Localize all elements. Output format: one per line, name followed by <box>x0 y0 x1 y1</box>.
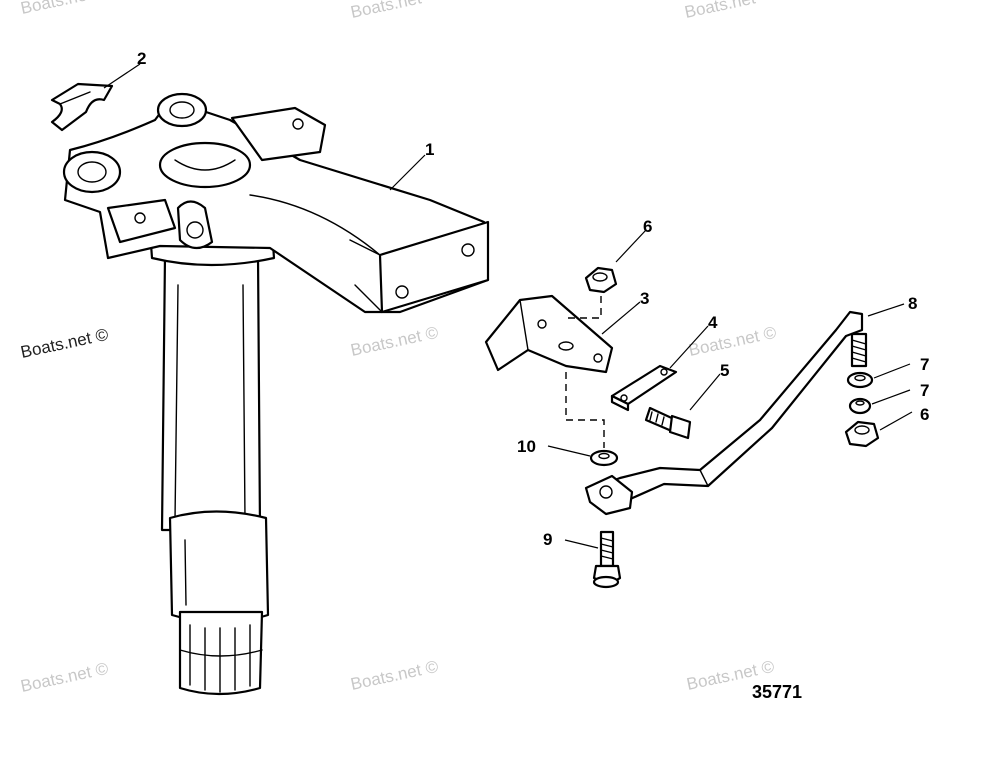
part-1-steering-arm <box>62 92 490 696</box>
watermark: Boats.net <box>19 0 93 18</box>
assembly-lines <box>565 296 605 448</box>
callout-6: 6 <box>643 217 652 236</box>
diagram-number: 35771 <box>752 682 802 702</box>
callout-10: 10 <box>517 437 536 456</box>
callout-7: 7 <box>920 355 929 374</box>
watermark: Boats.net © <box>687 323 779 360</box>
part-5-bolt <box>644 406 692 440</box>
callout-6: 6 <box>920 405 929 424</box>
part-2-clip <box>50 82 114 132</box>
watermark: Boats.net <box>683 0 757 22</box>
callout-3: 3 <box>640 289 649 308</box>
callout-7: 7 <box>920 381 929 400</box>
callout-4: 4 <box>708 313 718 332</box>
part-6-nut-top <box>584 266 618 294</box>
part-3-bracket <box>484 294 614 374</box>
watermark: Boats.net © <box>349 323 441 360</box>
leader-lines <box>103 63 913 549</box>
watermark: Boats.net <box>349 0 423 22</box>
callout-2: 2 <box>137 49 146 68</box>
part-7-washer-top <box>846 371 874 389</box>
part-6-nut-bottom <box>844 420 880 448</box>
part-9-bolt <box>592 530 622 589</box>
callout-8: 8 <box>908 294 917 313</box>
part-10-washer <box>589 449 619 467</box>
part-7-washer-bottom <box>848 397 872 415</box>
part-8-link-arm <box>584 310 868 516</box>
watermark: Boats.net © <box>19 659 111 696</box>
part-4-link-plate <box>610 364 678 412</box>
callout-5: 5 <box>720 361 729 380</box>
watermark: Boats.net © <box>19 325 111 362</box>
callout-9: 9 <box>543 530 552 549</box>
callout-1: 1 <box>425 140 434 159</box>
watermark: Boats.net © <box>349 657 441 694</box>
